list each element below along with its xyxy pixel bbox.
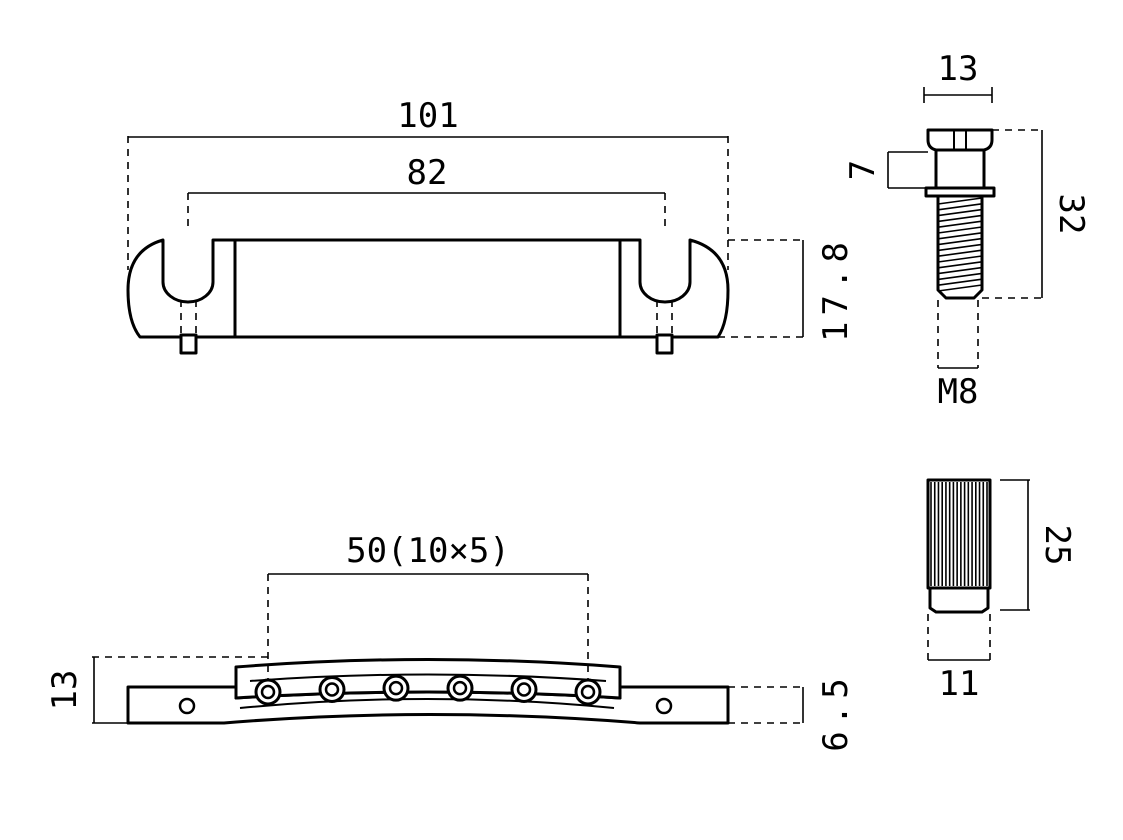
dimension-bushing-length: 25 bbox=[1000, 479, 1077, 611]
label-body-height: 17.8 bbox=[816, 236, 856, 342]
thread-line bbox=[937, 278, 983, 286]
string-hole bbox=[574, 678, 602, 706]
bushing-knurl-lines bbox=[930, 482, 988, 586]
dimension-bushing-diameter: 11 bbox=[927, 614, 991, 704]
thread-line bbox=[937, 261, 983, 269]
string-hole bbox=[510, 675, 538, 703]
label-total-height: 13 bbox=[45, 670, 85, 711]
dimension-total-height: 13 bbox=[45, 656, 270, 724]
thread-line bbox=[937, 255, 983, 263]
dimension-stud-length: 32 bbox=[982, 129, 1091, 299]
string-bar-inner-curve bbox=[239, 698, 615, 709]
thread-line bbox=[937, 226, 983, 234]
thread-line bbox=[937, 197, 983, 205]
label-bushing-length: 25 bbox=[1037, 525, 1077, 566]
thread-line bbox=[937, 232, 983, 240]
stud-neck bbox=[934, 148, 986, 190]
string-hole bbox=[446, 674, 474, 702]
dimension-stud-head-height: 7 bbox=[843, 151, 928, 189]
label-base-height: 6.5 bbox=[816, 672, 856, 751]
dimension-stud-spacing: 82 bbox=[187, 153, 666, 232]
bushing-shank bbox=[928, 586, 990, 614]
label-stud-spacing: 82 bbox=[407, 153, 448, 193]
label-stud-head-height: 7 bbox=[843, 160, 883, 180]
left-mount-hole bbox=[178, 697, 196, 715]
thread-line bbox=[937, 214, 983, 223]
stud-view: 13 7 32 M8 bbox=[843, 49, 1091, 412]
thread-line bbox=[937, 220, 983, 228]
dimension-overall-length: 101 bbox=[127, 96, 729, 270]
string-hole bbox=[254, 678, 282, 706]
right-stud-tip bbox=[655, 333, 674, 355]
label-stud-length: 32 bbox=[1051, 194, 1091, 235]
label-stud-head-width: 13 bbox=[938, 49, 979, 89]
label-bushing-diameter: 11 bbox=[939, 664, 980, 704]
thread-line bbox=[937, 243, 983, 252]
thread-line bbox=[937, 272, 983, 281]
thread-line bbox=[937, 284, 983, 292]
label-string-spacing: 50(10×5) bbox=[346, 531, 510, 571]
dimension-string-spacing: 50(10×5) bbox=[267, 531, 589, 680]
thread-line bbox=[937, 203, 983, 211]
dimension-stud-head-width: 13 bbox=[923, 49, 993, 103]
thread-line bbox=[937, 266, 983, 275]
stud-head bbox=[926, 128, 994, 152]
thread-line bbox=[937, 208, 983, 217]
bushing-view: 25 11 bbox=[926, 478, 1077, 704]
right-mount-hole bbox=[655, 697, 673, 715]
string-hole bbox=[382, 674, 410, 702]
dimension-body-height: 17.8 bbox=[718, 236, 856, 342]
tailpiece-front-view: 101 82 17.8 bbox=[126, 96, 856, 355]
bushing-knurled-body bbox=[926, 478, 992, 590]
stud-thread-lines bbox=[937, 197, 983, 292]
label-overall-length: 101 bbox=[397, 96, 458, 136]
left-stud-tip bbox=[179, 333, 198, 355]
string-bar-upper-curve bbox=[249, 673, 607, 682]
thread-line bbox=[937, 237, 983, 246]
tailpiece-side-view: 50(10×5) 13 6.5 bbox=[45, 531, 856, 752]
label-stud-thread: M8 bbox=[938, 372, 979, 412]
string-hole bbox=[318, 675, 346, 703]
dimension-base-height: 6.5 bbox=[728, 672, 856, 752]
dimension-stud-thread: M8 bbox=[937, 300, 979, 412]
thread-line bbox=[937, 249, 983, 257]
tailpiece-body bbox=[126, 238, 730, 339]
